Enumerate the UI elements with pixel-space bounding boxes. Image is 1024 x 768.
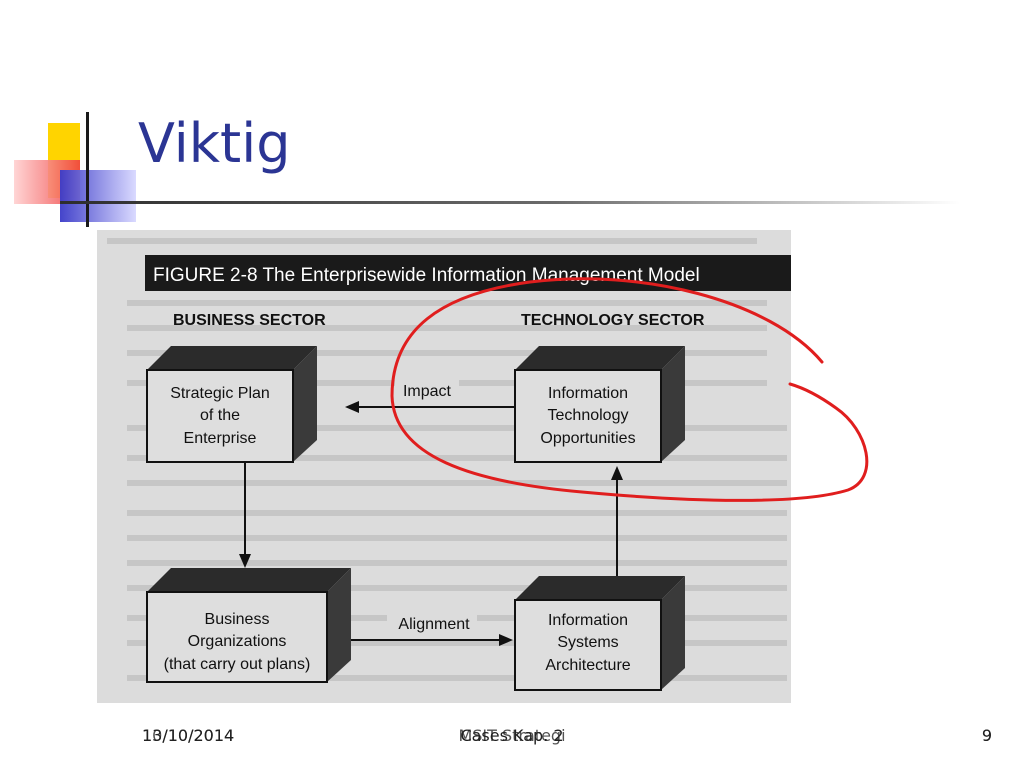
strategic-line-2: of the: [200, 407, 240, 424]
technology-sector-heading: TECHNOLOGY SECTOR: [521, 312, 705, 329]
footer-page-number-b: 9: [981, 726, 992, 745]
slide-title: Viktig: [138, 112, 291, 175]
it-line-1: Information: [548, 385, 628, 402]
footer-date-a: 13/10/2014: [142, 726, 235, 745]
box-strategic-plan: Strategic Plan of the Enterprise: [146, 346, 317, 463]
alignment-label: Alignment: [398, 616, 470, 633]
business-orgs-line-3: (that carry out plans): [164, 656, 311, 673]
slide-logo: [14, 112, 136, 227]
footer-center-b: MSIT Strategi: [458, 726, 566, 745]
is-line-3: Architecture: [545, 657, 630, 674]
footer-page-number-a: 9: [981, 726, 992, 745]
box-business-organizations: Business Organizations (that carry out p…: [146, 568, 351, 683]
footer-date-b: 10/10/2014: [142, 726, 235, 745]
box-is-architecture: Information Systems Architecture: [514, 576, 685, 691]
box-it-opportunities: Information Technology Opportunities: [514, 346, 685, 463]
it-line-2: Technology: [548, 407, 629, 424]
impact-label: Impact: [403, 383, 452, 400]
is-line-2: Systems: [557, 634, 618, 651]
business-orgs-line-1: Business: [205, 611, 270, 628]
figure-caption: FIGURE 2-8 The Enterprisewide Informatio…: [153, 265, 700, 286]
business-orgs-line-2: Organizations: [188, 633, 287, 650]
business-sector-heading: BUSINESS SECTOR: [173, 312, 326, 329]
title-divider: [60, 201, 960, 204]
strategic-line-3: Enterprise: [184, 430, 257, 447]
it-line-3: Opportunities: [540, 430, 635, 447]
is-line-1: Information: [548, 612, 628, 629]
strategic-line-1: Strategic Plan: [170, 385, 270, 402]
footer-center-a: Cases Kap. 2: [460, 726, 564, 745]
